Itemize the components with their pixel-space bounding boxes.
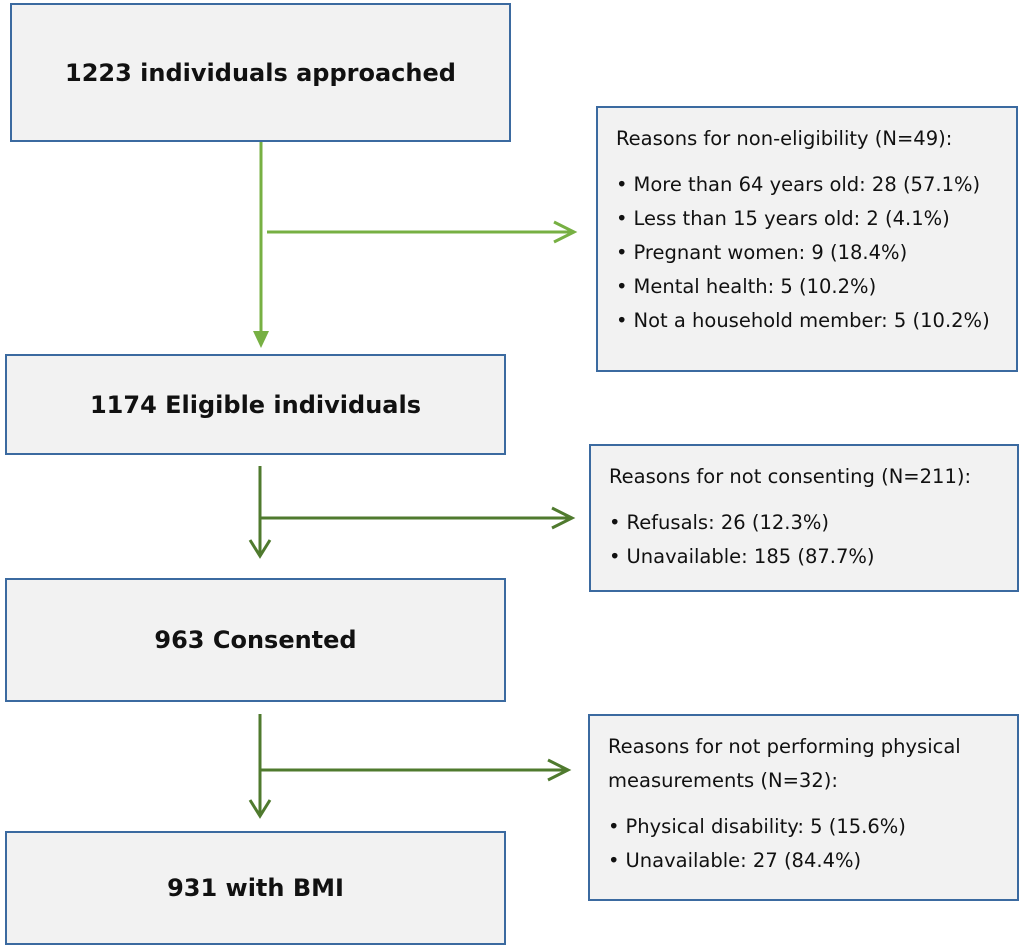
box-not-consenting: Reasons for not consenting (N=211): Refu… [589, 444, 1019, 592]
not-consenting-list: Refusals: 26 (12.3%) Unavailable: 185 (8… [609, 506, 1001, 574]
list-item: Refusals: 26 (12.3%) [609, 506, 1001, 540]
not-measuring-header-line1: Reasons for not performing physical [608, 735, 961, 758]
box-bmi: 931 with BMI [5, 831, 506, 945]
box-not-measuring: Reasons for not performing physical meas… [588, 714, 1019, 901]
arrow-eligible-to-consented [248, 466, 272, 559]
list-item: Pregnant women: 9 (18.4%) [616, 236, 1000, 270]
not-measuring-header-line2: measurements (N=32): [608, 769, 838, 792]
list-item: Unavailable: 27 (84.4%) [608, 844, 1001, 878]
not-measuring-header: Reasons for not performing physical meas… [608, 730, 1001, 798]
box-non-eligibility: Reasons for non-eligibility (N=49): More… [596, 106, 1018, 372]
list-item: Less than 15 years old: 2 (4.1%) [616, 202, 1000, 236]
not-measuring-list: Physical disability: 5 (15.6%) Unavailab… [608, 810, 1001, 878]
arrow-branch-not-consenting [260, 506, 576, 530]
arrow-branch-not-measuring [260, 758, 572, 782]
list-item: Physical disability: 5 (15.6%) [608, 810, 1001, 844]
box-bmi-label: 931 with BMI [167, 874, 344, 902]
box-approached-label: 1223 individuals approached [65, 58, 456, 87]
arrowhead-down-1 [253, 331, 269, 348]
box-eligible: 1174 Eligible individuals [5, 354, 506, 455]
box-eligible-label: 1174 Eligible individuals [89, 390, 421, 419]
arrow-branch-non-eligibility [267, 220, 578, 244]
non-eligibility-list: More than 64 years old: 28 (57.1%) Less … [616, 168, 1000, 338]
not-consenting-header: Reasons for not consenting (N=211): [609, 465, 972, 488]
box-consented-label: 963 Consented [154, 626, 357, 654]
list-item: Unavailable: 185 (87.7%) [609, 540, 1001, 574]
non-eligibility-header: Reasons for non-eligibility (N=49): [616, 127, 953, 150]
box-consented: 963 Consented [5, 578, 506, 702]
list-item: Not a household member: 5 (10.2%) [616, 304, 1000, 338]
list-item: More than 64 years old: 28 (57.1%) [616, 168, 1000, 202]
arrow-consented-to-bmi [248, 714, 272, 819]
box-approached: 1223 individuals approached [10, 3, 511, 142]
list-item: Mental health: 5 (10.2%) [616, 270, 1000, 304]
